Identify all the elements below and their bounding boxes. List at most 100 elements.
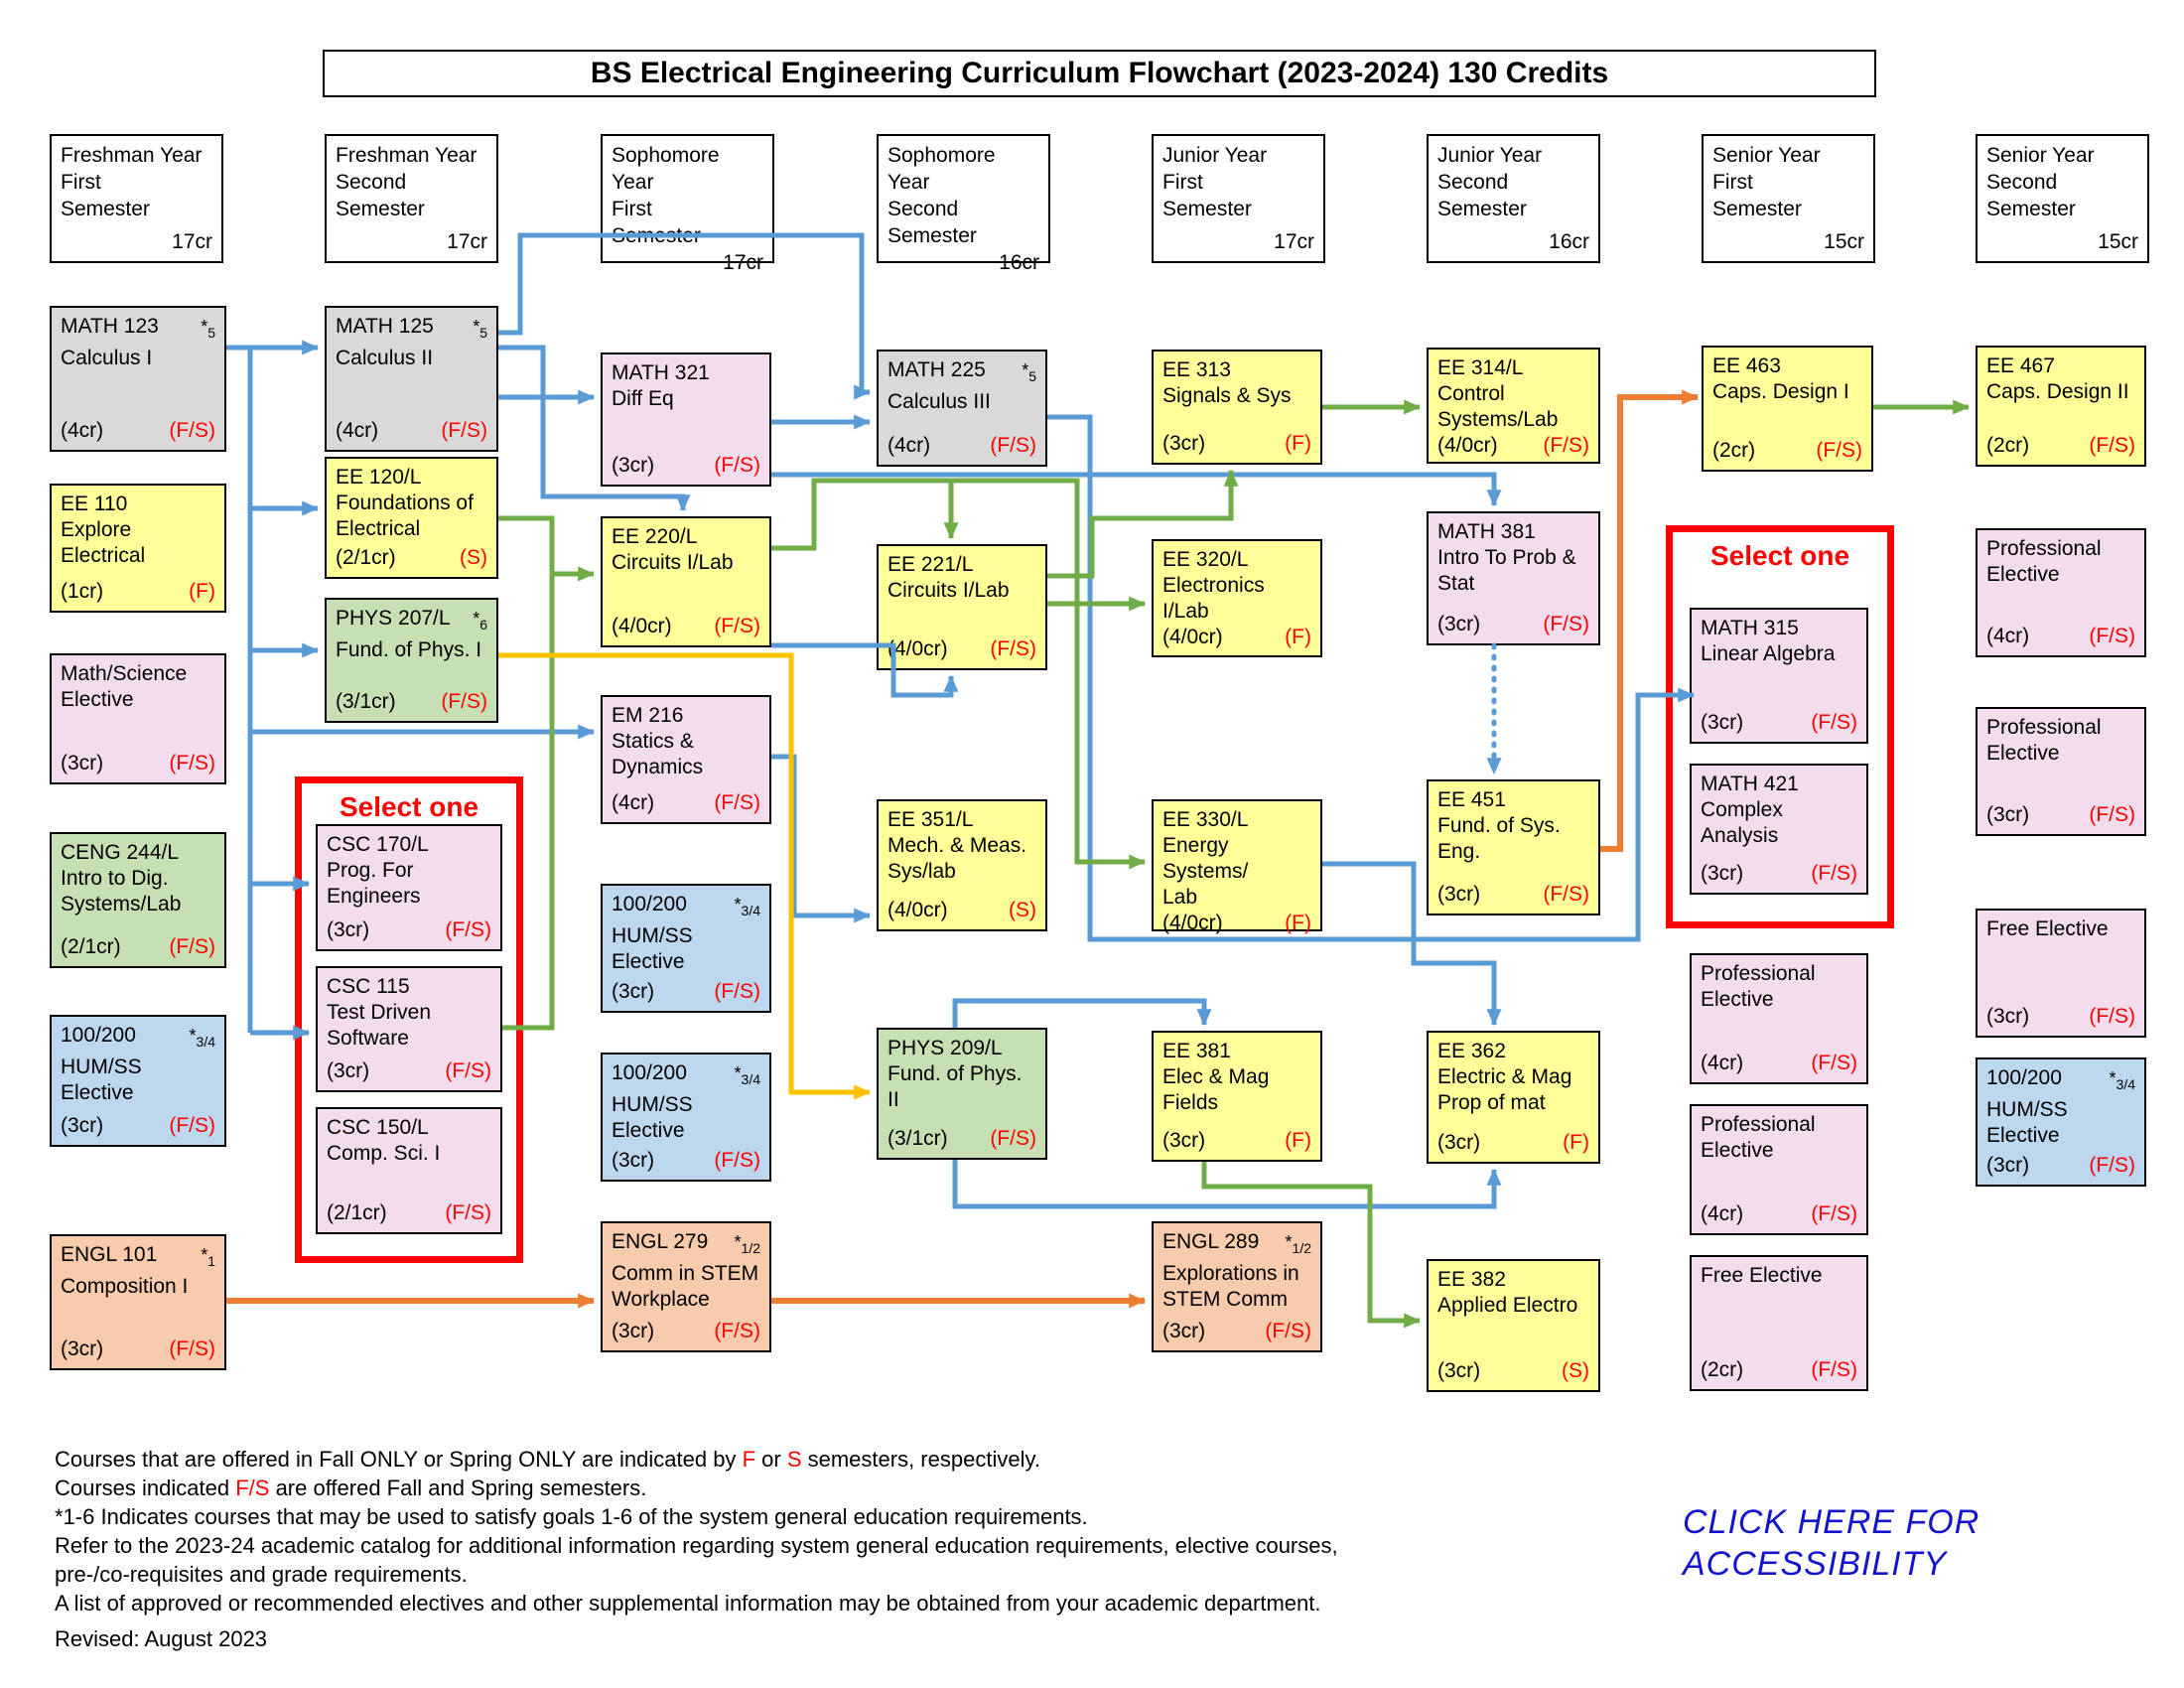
- course-code: MATH 381: [1437, 520, 1536, 543]
- course-code-row: EE 381: [1162, 1039, 1311, 1064]
- course-title: Elec & Mag Fields: [1162, 1065, 1270, 1114]
- accessibility-link-line1[interactable]: CLICK HERE FOR: [1683, 1503, 1980, 1541]
- course-code: 100/200: [1986, 1066, 2062, 1089]
- course-credits: (4/0cr): [887, 899, 948, 921]
- course-term: (F/S): [1543, 613, 1589, 635]
- course-code: EE 382: [1437, 1268, 1506, 1291]
- course-title: Fund. of Phys. I: [336, 638, 482, 661]
- course-credit-row: (3cr)(F/S): [1701, 861, 1857, 887]
- course-credit-row: (3cr)(F/S): [1986, 802, 2135, 828]
- course-term: (F): [1285, 432, 1311, 455]
- course-title: Composition I: [61, 1275, 189, 1298]
- gen-ed-note: *3/4: [189, 1026, 215, 1050]
- course-title: Elective: [61, 688, 134, 711]
- header-line: Semester: [1986, 198, 2076, 220]
- course-credits: (2cr): [1701, 1358, 1744, 1381]
- header-line: Semester: [1712, 198, 1802, 220]
- course-code-row: EE 467: [1986, 353, 2135, 379]
- course-term: (F/S): [445, 1059, 491, 1082]
- header-line: Senior Year: [1712, 144, 1821, 167]
- course-code-row: EE 220/L: [612, 524, 760, 550]
- course-term: (F/S): [1265, 1320, 1311, 1342]
- gen-ed-note: *3/4: [2109, 1068, 2135, 1092]
- course-title: Calculus III: [887, 390, 991, 413]
- course-credits: (3cr): [61, 1114, 104, 1137]
- course-term: (F/S): [714, 615, 760, 637]
- course-free-elective-7: Free Elective(2cr)(F/S): [1690, 1255, 1868, 1391]
- header-credits: 15cr: [2098, 230, 2138, 253]
- course-credit-row: (3cr)(F/S): [1437, 882, 1589, 908]
- footnote-text: *1-6 Indicates courses that may be used …: [55, 1504, 1088, 1529]
- course-credits: (4cr): [1701, 1202, 1744, 1225]
- course-credit-row: (4/0cr)(F): [1162, 911, 1311, 936]
- course-term: (F/S): [1543, 434, 1589, 457]
- course-term: (F/S): [990, 434, 1036, 457]
- footnote-line: Revised: August 2023: [55, 1624, 1338, 1653]
- course-credits: (2/1cr): [336, 546, 396, 569]
- course-code: 100/200: [61, 1024, 136, 1047]
- course-credits: (3cr): [612, 1149, 655, 1172]
- footnote-text: semesters, respectively.: [801, 1447, 1040, 1472]
- course-code: CSC 115: [327, 975, 410, 998]
- course-credit-row: (3cr)(F/S): [1701, 710, 1857, 736]
- footnote-text: Revised: August 2023: [55, 1626, 268, 1651]
- course-term: (F/S): [169, 419, 215, 442]
- course-code: EE 320/L: [1162, 548, 1249, 571]
- course-code-row: ENGL 279*1/2: [612, 1229, 760, 1261]
- footnote-text: are offered Fall and Spring semesters.: [269, 1476, 647, 1500]
- header-line: First: [1162, 171, 1203, 194]
- course-term: (F/S): [169, 1114, 215, 1137]
- footnote-line: Refer to the 2023-24 academic catalog fo…: [55, 1531, 1338, 1560]
- gen-ed-note: *3/4: [734, 895, 760, 918]
- gen-ed-note: *5: [1022, 360, 1036, 384]
- course-credits: (2cr): [1986, 434, 2030, 457]
- course-code-row: Professional: [1701, 1112, 1857, 1138]
- course-code-row: Professional: [1986, 715, 2135, 741]
- accessibility-link-line2[interactable]: ACCESSIBILITY: [1683, 1545, 1948, 1583]
- course-code: EE 381: [1162, 1040, 1231, 1062]
- course-term: (F/S): [169, 1337, 215, 1360]
- course-code: MATH 123: [61, 315, 159, 338]
- course-credit-row: (3cr)(F/S): [327, 917, 491, 943]
- course-credit-row: (3cr)(F/S): [327, 1058, 491, 1084]
- course-title: Prog. For Engineers: [327, 859, 421, 908]
- course-code: PHYS 207/L: [336, 607, 451, 630]
- accessibility-link[interactable]: CLICK HERE FOR ACCESSIBILITY: [1683, 1501, 1979, 1585]
- footnote-line: *1-6 Indicates courses that may be used …: [55, 1502, 1338, 1531]
- course-title: Caps. Design II: [1986, 380, 2129, 403]
- header-line: Second: [336, 171, 407, 194]
- header-line: Semester: [1437, 198, 1527, 220]
- course-code: Free Elective: [1701, 1264, 1823, 1287]
- header-line: Second: [1437, 171, 1509, 194]
- gen-ed-note: *1/2: [1285, 1232, 1311, 1256]
- course-term: (F): [189, 580, 215, 603]
- course-code: ENGL 101: [61, 1243, 158, 1266]
- course-credits: (4/0cr): [1162, 626, 1223, 648]
- course-code: MATH 421: [1701, 773, 1799, 795]
- course-code-row: PHYS 207/L*6: [336, 606, 487, 637]
- course-code: EE 463: [1712, 354, 1781, 377]
- course-code-row: CSC 170/L: [327, 832, 491, 858]
- course-credits: (4/0cr): [887, 637, 948, 660]
- course-credits: (4cr): [61, 419, 104, 442]
- course-credit-row: (3cr)(F/S): [61, 751, 215, 776]
- course-title: Mech. & Meas. Sys/lab: [887, 834, 1027, 883]
- course-term: (F/S): [2089, 625, 2135, 647]
- course-credits: (4cr): [1986, 625, 2030, 647]
- course-code-row: MATH 225*5: [887, 357, 1036, 389]
- course-title: HUM/SS Elective: [61, 1055, 142, 1104]
- course-credits: (4/0cr): [612, 615, 672, 637]
- course-code-row: ENGL 101*1: [61, 1242, 215, 1274]
- footnote-term-code: S: [786, 1447, 802, 1472]
